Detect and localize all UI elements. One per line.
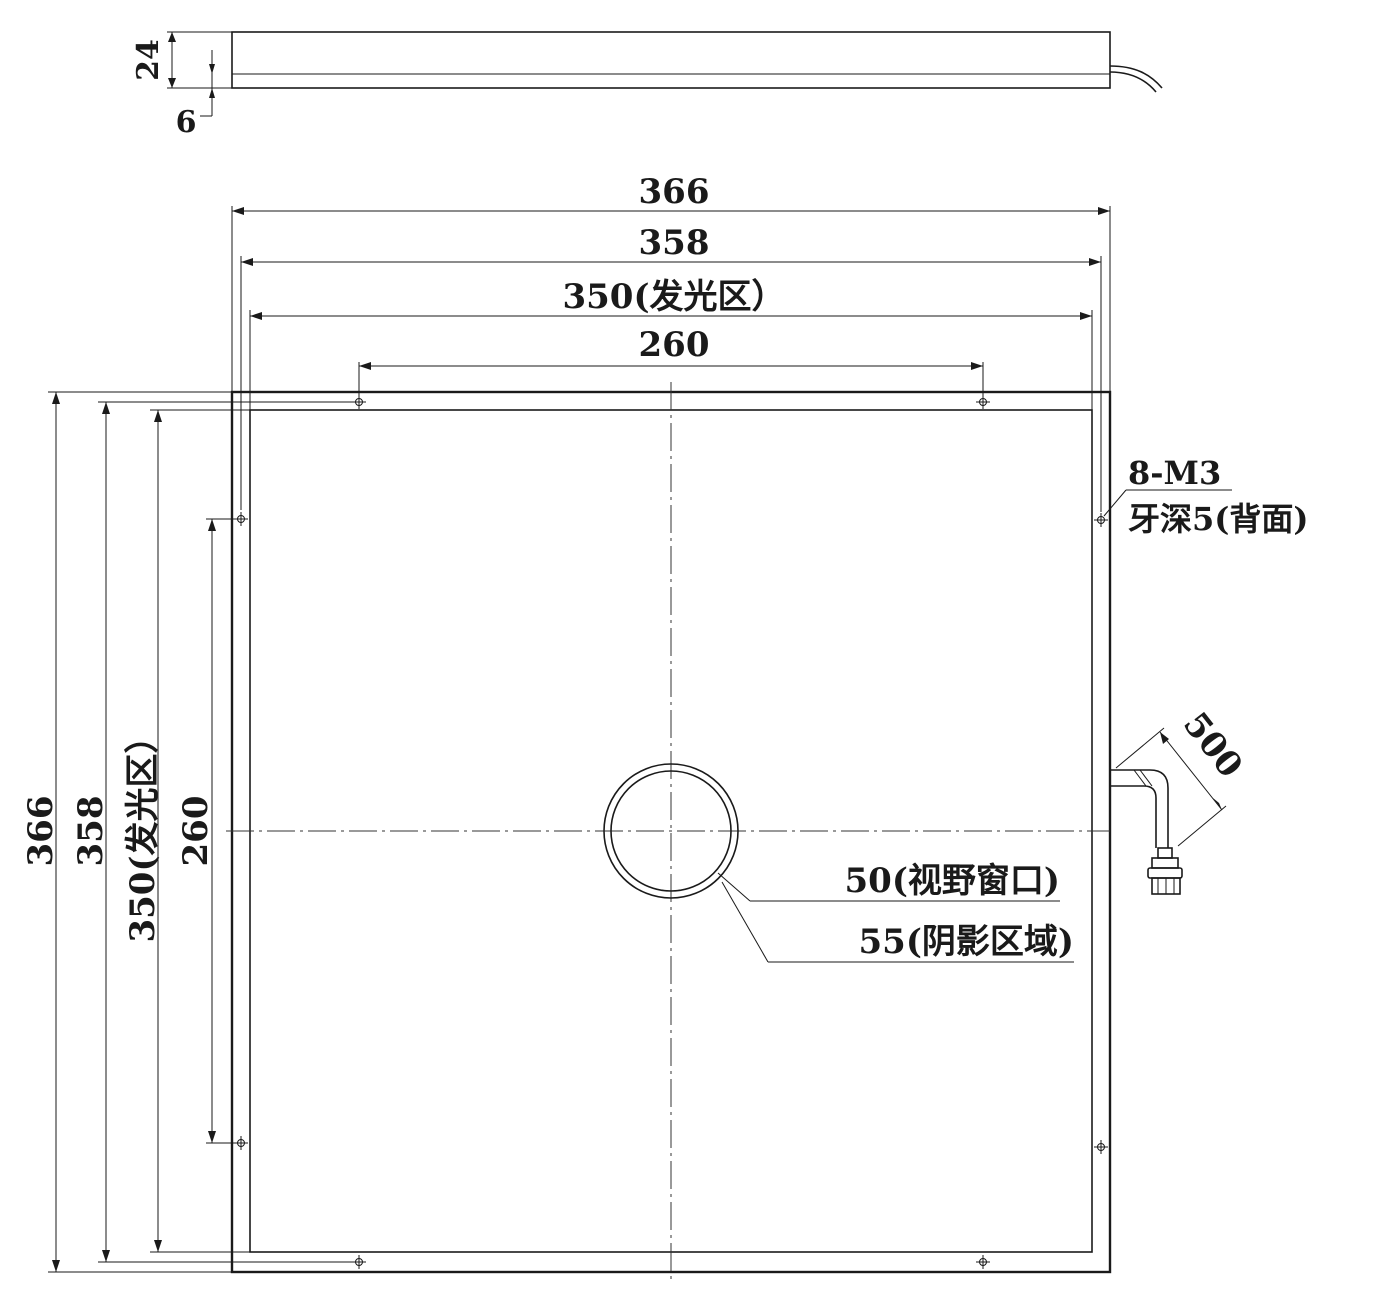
side-view: 24 6 bbox=[131, 31, 1163, 140]
emitting-height-label: 350(发光区） bbox=[123, 719, 163, 942]
vertical-dimensions: 366 358 350(发光区） 260 bbox=[21, 391, 352, 1273]
frame-width-label: 358 bbox=[639, 223, 710, 263]
view-window-label: 50(视野窗口) bbox=[845, 861, 1061, 901]
thread-note-label: 牙深5(背面) bbox=[1128, 500, 1309, 538]
cable-connector: 500 bbox=[1110, 705, 1250, 895]
outer-height-label: 366 bbox=[21, 796, 61, 867]
cable-length-label: 500 bbox=[1175, 705, 1250, 786]
emitting-width-label: 350(发光区） bbox=[562, 277, 785, 317]
side-offset-label: 6 bbox=[176, 105, 197, 140]
hole-spacing-h-label: 260 bbox=[639, 325, 710, 365]
shadow-area-circle bbox=[603, 763, 739, 899]
view-window-circle bbox=[610, 770, 732, 892]
hole-spacing-v-label: 260 bbox=[176, 796, 216, 867]
window-callouts: 50(视野窗口) 55(阴影区域) bbox=[717, 861, 1075, 963]
side-height-label: 24 bbox=[131, 39, 166, 81]
thread-callout: 8-M3 牙深5(背面) bbox=[1103, 454, 1309, 538]
outer-width-label: 366 bbox=[639, 172, 710, 212]
thread-spec-label: 8-M3 bbox=[1128, 454, 1221, 492]
mounting-holes bbox=[234, 395, 1108, 1269]
shadow-area-label: 55(阴影区域) bbox=[859, 922, 1075, 962]
frame-height-label: 358 bbox=[71, 796, 111, 867]
horizontal-dimensions: 366 358 350(发光区） 260 bbox=[231, 172, 1111, 512]
front-view: 366 358 350(发光区） 260 bbox=[21, 172, 1309, 1280]
